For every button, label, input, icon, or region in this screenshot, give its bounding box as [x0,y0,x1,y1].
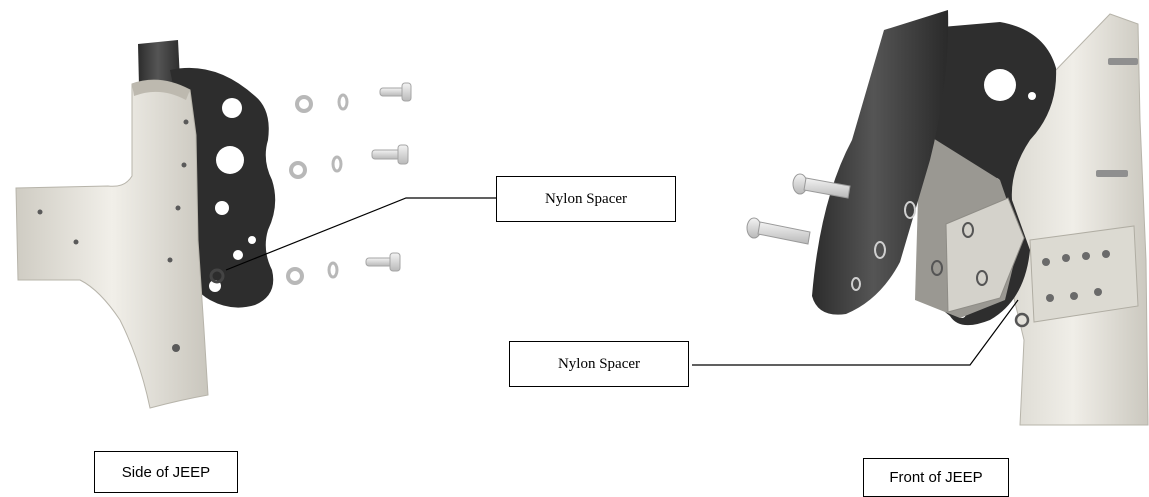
hardware-row-2 [289,144,409,179]
gusset-holes [931,222,988,286]
lock-washer-icon [331,155,343,173]
washer-icon [289,161,307,179]
nylon-spacer-callout-side: Nylon Spacer [496,176,676,222]
gusset-face [945,197,1025,313]
hardware-row-1 [295,82,412,113]
front-view-assembly [746,10,1149,426]
bolt-icon [371,144,409,165]
caption-label: Side of JEEP [121,463,211,481]
bolt-icon [792,173,851,199]
bolt-icon [746,217,811,245]
sheet-metal-edge [132,80,190,100]
bolt-icon [379,82,412,102]
leader-line-right [692,299,1019,366]
leader-line-left [225,197,496,271]
lock-washer-icon [327,261,339,279]
sheet-metal-panel [15,79,209,409]
washer-icon [295,95,313,113]
nylon-spacer-icon [1014,312,1030,328]
callout-label: Nylon Spacer [557,355,641,372]
nylon-spacer-callout-front: Nylon Spacer [509,341,689,387]
panel-holes [37,119,189,352]
lock-washer-icon [337,93,349,111]
washer-icon [286,267,304,285]
caption-label: Front of JEEP [889,469,983,486]
callout-label: Nylon Spacer [544,190,628,207]
panel-strap [1029,225,1139,323]
tube-holes [851,201,916,291]
front-of-jeep-caption: Front of JEEP [863,458,1009,497]
roll-bar-tube-front [812,10,949,315]
hardware-row-3 [209,252,401,285]
side-of-jeep-caption: Side of JEEP [94,451,238,493]
bracket-hole [984,69,1016,101]
bracket-hole [1028,92,1036,100]
panel-studs [1096,58,1138,177]
panel-strap-holes [1042,250,1110,302]
side-view-assembly [15,40,412,409]
nylon-spacer-icon [209,268,225,284]
bolt-icon [365,252,401,272]
